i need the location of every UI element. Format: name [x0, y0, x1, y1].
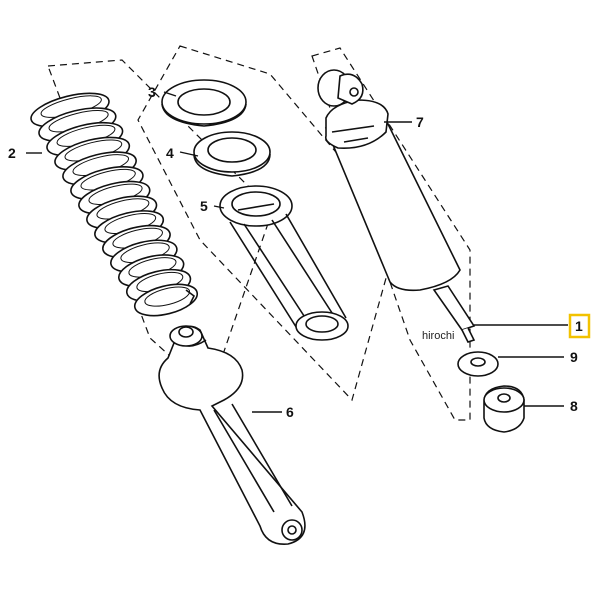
spring-pad-part — [193, 131, 271, 177]
watermark-text: hirochi — [422, 330, 454, 342]
shock-absorber-part — [317, 69, 476, 343]
callout-5: 5 — [200, 198, 208, 214]
callout-9: 9 — [570, 349, 578, 365]
callout-2: 2 — [8, 145, 16, 161]
callout-7: 7 — [416, 114, 424, 130]
spring-coil — [133, 283, 199, 317]
callout-1-highlight — [568, 313, 591, 339]
callout-4: 4 — [166, 145, 174, 161]
spring-seat-upper-part — [161, 79, 247, 127]
leader-lines — [26, 91, 568, 413]
callout-6: 6 — [286, 404, 294, 420]
callout-1: 1 — [575, 318, 583, 334]
callout-8: 8 — [570, 398, 578, 414]
spring-coil-inner — [144, 286, 191, 307]
protective-sleeve-part — [219, 185, 349, 341]
callout-3: 3 — [148, 84, 156, 100]
rubber-bushing-part — [483, 385, 525, 433]
washer-part — [457, 351, 499, 377]
coil-spring-part — [30, 92, 199, 317]
lower-mount-link-part — [158, 325, 306, 545]
callout-labels: 1 2 3 4 5 6 7 8 9 — [8, 84, 583, 420]
